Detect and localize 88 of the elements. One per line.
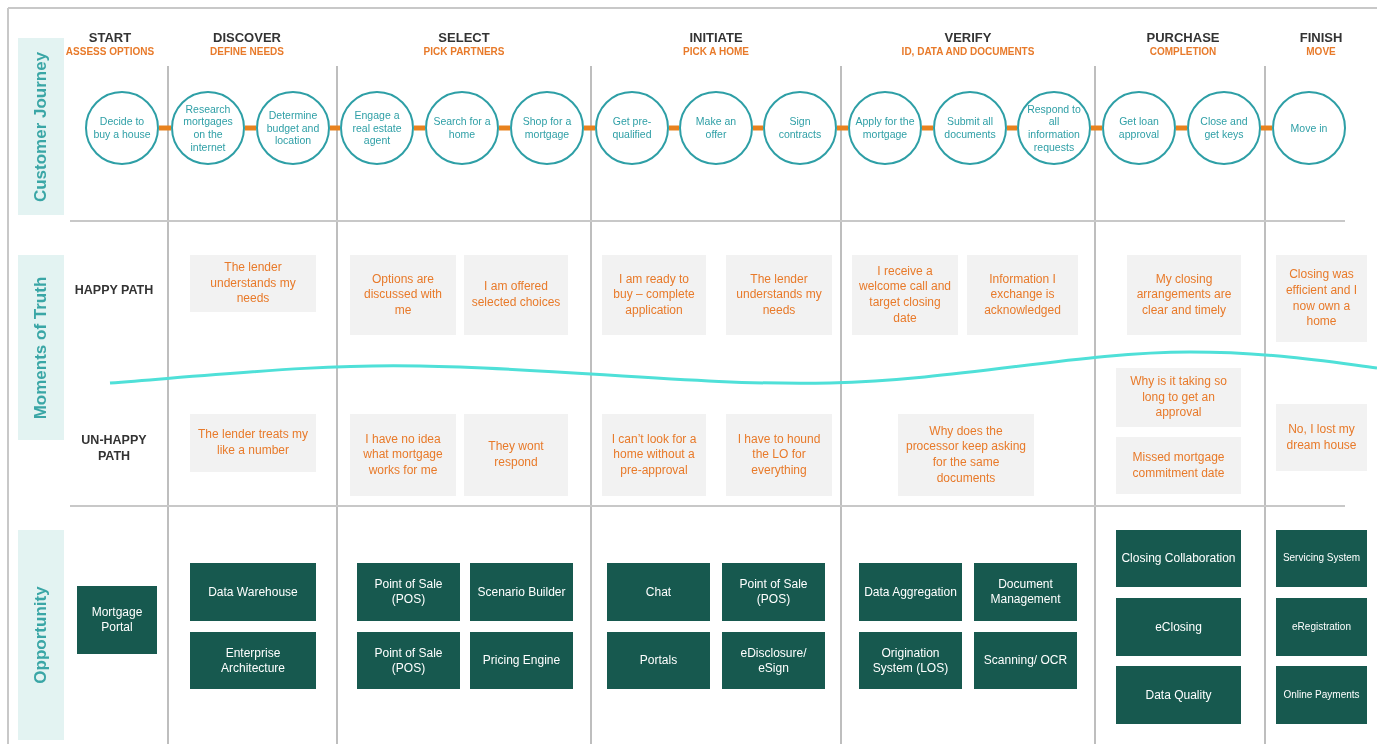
opportunity-box: eClosing — [1116, 598, 1241, 656]
row-title: Customer Journey — [31, 51, 51, 202]
phase-title: START — [88, 30, 132, 45]
journey-step-circle: Decide to buy a house — [85, 91, 159, 165]
connector-line — [1007, 125, 1017, 131]
row-band — [18, 255, 64, 440]
phase-title: VERIFY — [944, 30, 992, 45]
phase-subtitle: PICK PARTNERS — [423, 46, 505, 57]
phase-subtitle: DEFINE NEEDS — [210, 46, 284, 57]
opportunity-box: Scenario Builder — [470, 563, 573, 621]
moment-card: Why does the processor keep asking for the same documents — [898, 414, 1034, 496]
phase-title: DISCOVER — [213, 30, 281, 45]
phase-title: INITIATE — [689, 30, 743, 45]
journey-step-circle: Move in — [1272, 91, 1346, 165]
phase-subtitle: COMPLETION — [1149, 46, 1217, 57]
phase-subtitle: ID, DATA AND DOCUMENTS — [901, 46, 1035, 57]
phase-title: FINISH — [1299, 30, 1343, 45]
opportunity-box: Point of Sale (POS) — [357, 632, 460, 689]
moment-card: I have to hound the LO for everything — [726, 414, 832, 496]
opportunity-box: eRegistration — [1276, 598, 1367, 656]
journey-step-circle: Engage a real estate agent — [340, 91, 414, 165]
row-band — [18, 38, 64, 215]
row-label: UN-HAPPY PATH — [80, 432, 148, 465]
phase-title: SELECT — [438, 30, 490, 45]
phase-title: PURCHASE — [1146, 30, 1220, 45]
moment-card: Options are discussed with me — [350, 255, 456, 335]
journey-step-circle: Determine budget and location — [256, 91, 330, 165]
opportunity-box: Chat — [607, 563, 710, 621]
opportunity-box: Online Payments — [1276, 666, 1367, 724]
opportunity-box: Origination System (LOS) — [859, 632, 962, 689]
row-title: Moments of Truth — [31, 276, 51, 419]
opportunity-box: Servicing System — [1276, 530, 1367, 587]
moment-card: Information I exchange is acknowledged — [967, 255, 1078, 335]
opportunity-box: Closing Collaboration — [1116, 530, 1241, 587]
connector-line — [837, 125, 848, 131]
opportunity-box: Point of Sale (POS) — [722, 563, 825, 621]
journey-step-circle: Research mortgages on the internet — [171, 91, 245, 165]
moment-card: I am ready to buy – complete application — [602, 255, 706, 335]
moment-card: I can’t look for a home without a pre-approval — [602, 414, 706, 496]
connector-line — [159, 125, 171, 131]
opportunity-box: Mortgage Portal — [77, 586, 157, 654]
moment-card: Missed mortgage commitment date — [1116, 437, 1241, 494]
connector-line — [1176, 125, 1187, 131]
journey-step-circle: Respond to all information requests — [1017, 91, 1091, 165]
moment-card: I am offered selected choices — [464, 255, 568, 335]
opportunity-box: Scanning/ OCR — [974, 632, 1077, 689]
connector-line — [584, 125, 595, 131]
connector-line — [499, 125, 510, 131]
connector-line — [245, 125, 256, 131]
row-band — [18, 530, 64, 740]
journey-step-circle: Shop for a mortgage — [510, 91, 584, 165]
connector-line — [753, 125, 763, 131]
moment-card: No, I lost my dream house — [1276, 404, 1367, 471]
moment-card: I receive a welcome call and target closing date — [852, 255, 958, 335]
journey-step-circle: Sign contracts — [763, 91, 837, 165]
connector-line — [669, 125, 679, 131]
opportunity-box: Data Aggregation — [859, 563, 962, 621]
journey-step-circle: Get pre-qualified — [595, 91, 669, 165]
opportunity-box: Data Quality — [1116, 666, 1241, 724]
opportunity-box: Pricing Engine — [470, 632, 573, 689]
connector-line — [1091, 125, 1102, 131]
moment-card: My closing arrangements are clear and timely — [1127, 255, 1241, 335]
journey-step-circle: Apply for the mortgage — [848, 91, 922, 165]
moment-card: Closing was efficient and I now own a home — [1276, 255, 1367, 342]
connector-line — [1261, 125, 1272, 131]
moment-card: The lender understands my needs — [190, 255, 316, 312]
moment-card: They wont respond — [464, 414, 568, 496]
moment-card: Why is it taking so long to get an approval — [1116, 368, 1241, 427]
moment-card: The lender understands my needs — [726, 255, 832, 335]
opportunity-box: Data Warehouse — [190, 563, 316, 621]
connector-line — [922, 125, 933, 131]
journey-step-circle: Get loan approval — [1102, 91, 1176, 165]
journey-step-circle: Make an offer — [679, 91, 753, 165]
journey-step-circle: Search for a home — [425, 91, 499, 165]
moment-card: The lender treats my like a number — [190, 414, 316, 472]
opportunity-box: Portals — [607, 632, 710, 689]
opportunity-box: Point of Sale (POS) — [357, 563, 460, 621]
opportunity-box: eDisclosure/ eSign — [722, 632, 825, 689]
moment-card: I have no idea what mortgage works for me — [350, 414, 456, 496]
row-label: HAPPY PATH — [74, 282, 154, 299]
opportunity-box: Document Management — [974, 563, 1077, 621]
phase-subtitle: PICK A HOME — [683, 46, 749, 57]
connector-line — [330, 125, 340, 131]
opportunity-box: Enterprise Architecture — [190, 632, 316, 689]
journey-step-circle: Close and get keys — [1187, 91, 1261, 165]
phase-subtitle: MOVE — [1306, 46, 1336, 57]
journey-step-circle: Submit all documents — [933, 91, 1007, 165]
row-title: Opportunity — [31, 586, 51, 684]
